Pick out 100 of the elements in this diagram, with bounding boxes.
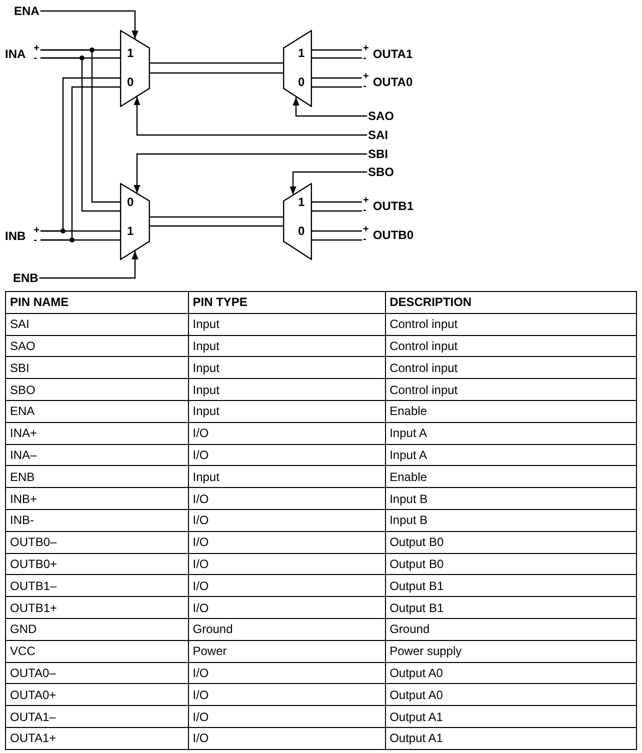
table-cell: Output B0 (385, 531, 636, 554)
table-cell: Output B1 (385, 596, 636, 618)
table-cell: Input (188, 313, 386, 336)
table-cell: I/O (188, 531, 386, 554)
port-label: 0 (127, 75, 134, 89)
table-cell: I/O (188, 574, 386, 597)
table-cell: Ground (188, 618, 386, 640)
polarity-sign: - (34, 236, 38, 246)
table-cell: OUTA1+ (6, 727, 188, 750)
table-cell: Control input (385, 335, 636, 357)
table-header-cell: PIN NAME (6, 292, 188, 314)
pin-label: OUTA0 (372, 75, 413, 89)
table-cell: OUTB0– (6, 531, 188, 554)
port-label: 1 (127, 224, 134, 238)
signal-line (150, 72, 283, 74)
table-cell: Enable (385, 400, 636, 422)
table-cell: I/O (188, 662, 386, 684)
polarity-sign: + (363, 72, 369, 82)
signal-line (312, 201, 362, 203)
arrow (134, 153, 367, 194)
table-cell: ENB (6, 466, 188, 488)
polarity-sign: + (363, 225, 369, 235)
table-cell: INA– (6, 444, 188, 466)
signal-line (312, 77, 362, 79)
port-label: 1 (298, 195, 305, 209)
table-cell: OUTB1– (6, 574, 188, 597)
table-cell: I/O (188, 727, 386, 750)
table-cell: Input A (385, 422, 636, 444)
table-header-cell: DESCRIPTION (385, 292, 636, 314)
table-cell: I/O (188, 706, 386, 728)
arrow (39, 251, 138, 279)
table-cell: I/O (188, 684, 386, 706)
table-cell: OUTB1+ (6, 596, 188, 618)
polarity-sign: + (363, 196, 369, 206)
port-label: 1 (127, 46, 134, 60)
table-cell: I/O (188, 488, 386, 510)
port-label: 0 (298, 224, 305, 238)
pin-label: ENB (13, 271, 38, 285)
signal-line (150, 216, 283, 218)
signal-line (150, 225, 283, 227)
signal-line (312, 49, 362, 51)
table-cell: OUTA0+ (6, 684, 188, 706)
port-label: 0 (298, 75, 305, 89)
pin-label: INB (5, 229, 26, 243)
pin-label: INA (5, 47, 26, 61)
signal-line (312, 239, 362, 241)
signal-line (150, 62, 283, 64)
table-cell: SBI (6, 356, 188, 379)
polarity-sign: - (363, 82, 368, 92)
pin-label: OUTA1 (372, 47, 413, 61)
table-cell: Control input (385, 356, 636, 379)
arrow (40, 10, 138, 39)
table-cell: Input B (385, 488, 636, 510)
pin-label: OUTB0 (372, 228, 414, 242)
port-label: 0 (127, 195, 134, 209)
pin-label: SBI (368, 147, 388, 161)
table-cell: INA+ (6, 422, 188, 444)
table-cell: SBO (6, 378, 188, 400)
table-cell: Output A0 (385, 662, 636, 684)
table-cell: VCC (6, 640, 188, 662)
table-cell: Input (188, 356, 386, 379)
polarity-sign: + (363, 44, 369, 54)
arrow (134, 96, 367, 136)
signal-line (312, 210, 362, 212)
polarity-sign: - (34, 54, 38, 64)
table-cell: Output B0 (385, 553, 636, 575)
signal-line (312, 86, 362, 88)
table-cell: Input (188, 378, 386, 400)
table-cell: Output A0 (385, 684, 636, 706)
table-cell: Output B1 (385, 574, 636, 597)
table-cell: Control input (385, 313, 636, 336)
table-cell: Power (188, 640, 386, 662)
table-cell: I/O (188, 444, 386, 466)
pin-label: ENA (14, 4, 40, 18)
table-cell: Input (188, 400, 386, 422)
table-cell: I/O (188, 422, 386, 444)
table-cell: Input A (385, 444, 636, 466)
table-cell: Control input (385, 378, 636, 400)
signal-line (312, 230, 362, 232)
table-cell: SAI (6, 313, 188, 336)
table-cell: Ground (385, 618, 636, 640)
arrow (292, 97, 367, 117)
pin-label: SBO (368, 165, 394, 179)
table-cell: INB+ (6, 488, 188, 510)
pin-label: SAI (368, 128, 388, 142)
table-cell: Input B (385, 509, 636, 532)
polarity-sign: - (363, 206, 368, 216)
polarity-sign: + (34, 44, 40, 54)
pin-label: OUTB1 (372, 199, 414, 213)
table-cell: INB- (6, 509, 188, 532)
table-cell: Enable (385, 466, 636, 488)
table-cell: Input (188, 335, 386, 357)
table-cell: Input (188, 466, 386, 488)
table-cell: Output A1 (385, 727, 636, 750)
table-cell: I/O (188, 553, 386, 575)
table-cell: OUTB0+ (6, 553, 188, 575)
table-cell: ENA (6, 400, 188, 422)
polarity-sign: - (363, 235, 368, 245)
port-label: 1 (298, 46, 305, 60)
table-cell: I/O (188, 509, 386, 532)
